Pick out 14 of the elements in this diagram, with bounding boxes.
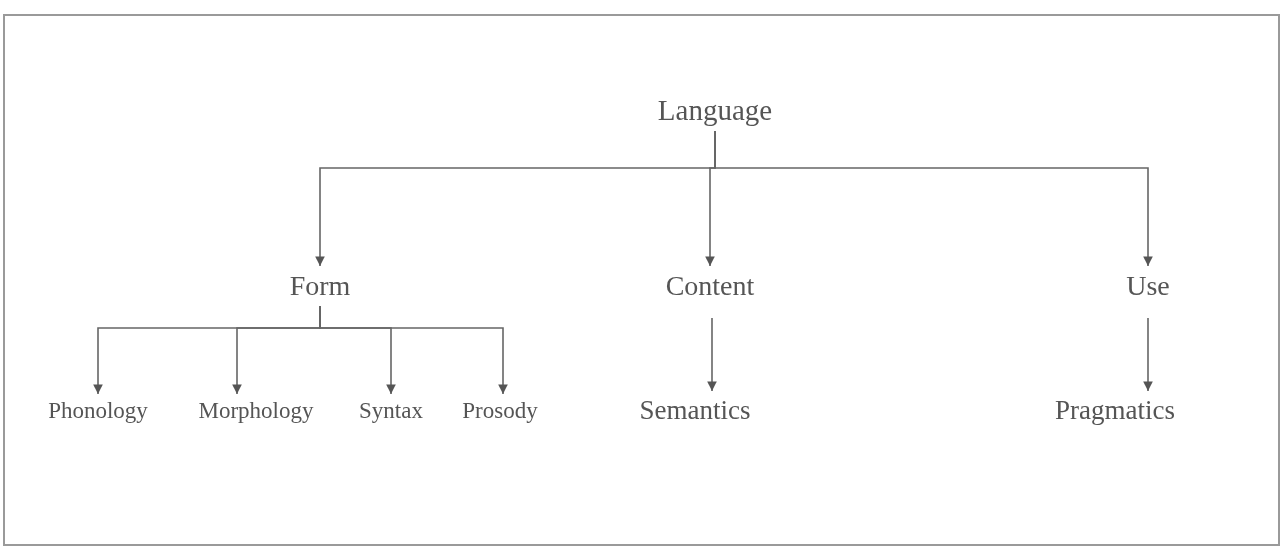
node-label: Morphology (196, 398, 316, 425)
node-label: Form (287, 270, 353, 303)
node-label: Pragmatics (1053, 395, 1177, 427)
node-label: Use (1124, 270, 1172, 303)
arrow (707, 317, 717, 392)
node-label: Prosody (460, 398, 540, 425)
arrow (714, 130, 1153, 267)
node-label: Content (663, 270, 757, 303)
node-label: Phonology (46, 398, 150, 425)
node-label: Semantics (637, 395, 753, 427)
arrow (1143, 317, 1153, 392)
node-label: Language (655, 94, 775, 128)
arrow (319, 305, 508, 395)
node-label: Syntax (357, 398, 425, 425)
